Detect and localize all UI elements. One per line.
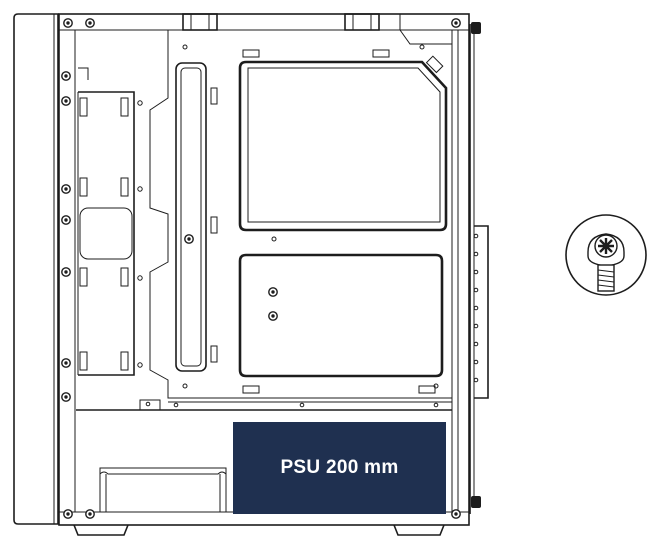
psu-size-label: PSU 200 mm — [280, 457, 399, 478]
top-hinge-right — [344, 13, 380, 31]
front-bezel — [13, 13, 59, 525]
cable-management-bar — [175, 62, 218, 372]
psu-shroud — [76, 399, 452, 513]
case-screw-icon — [565, 214, 647, 296]
rear-slot-holes — [473, 233, 479, 383]
top-hinge-left — [182, 13, 218, 31]
rear-rail — [469, 22, 489, 514]
lower-cutout — [238, 253, 444, 394]
psu-label-box: PSU 200 mm — [233, 422, 446, 514]
upper-cutout — [238, 49, 448, 232]
case-feet — [73, 524, 445, 536]
motherboard-tray — [149, 30, 452, 399]
front-fan-mount — [77, 67, 143, 376]
